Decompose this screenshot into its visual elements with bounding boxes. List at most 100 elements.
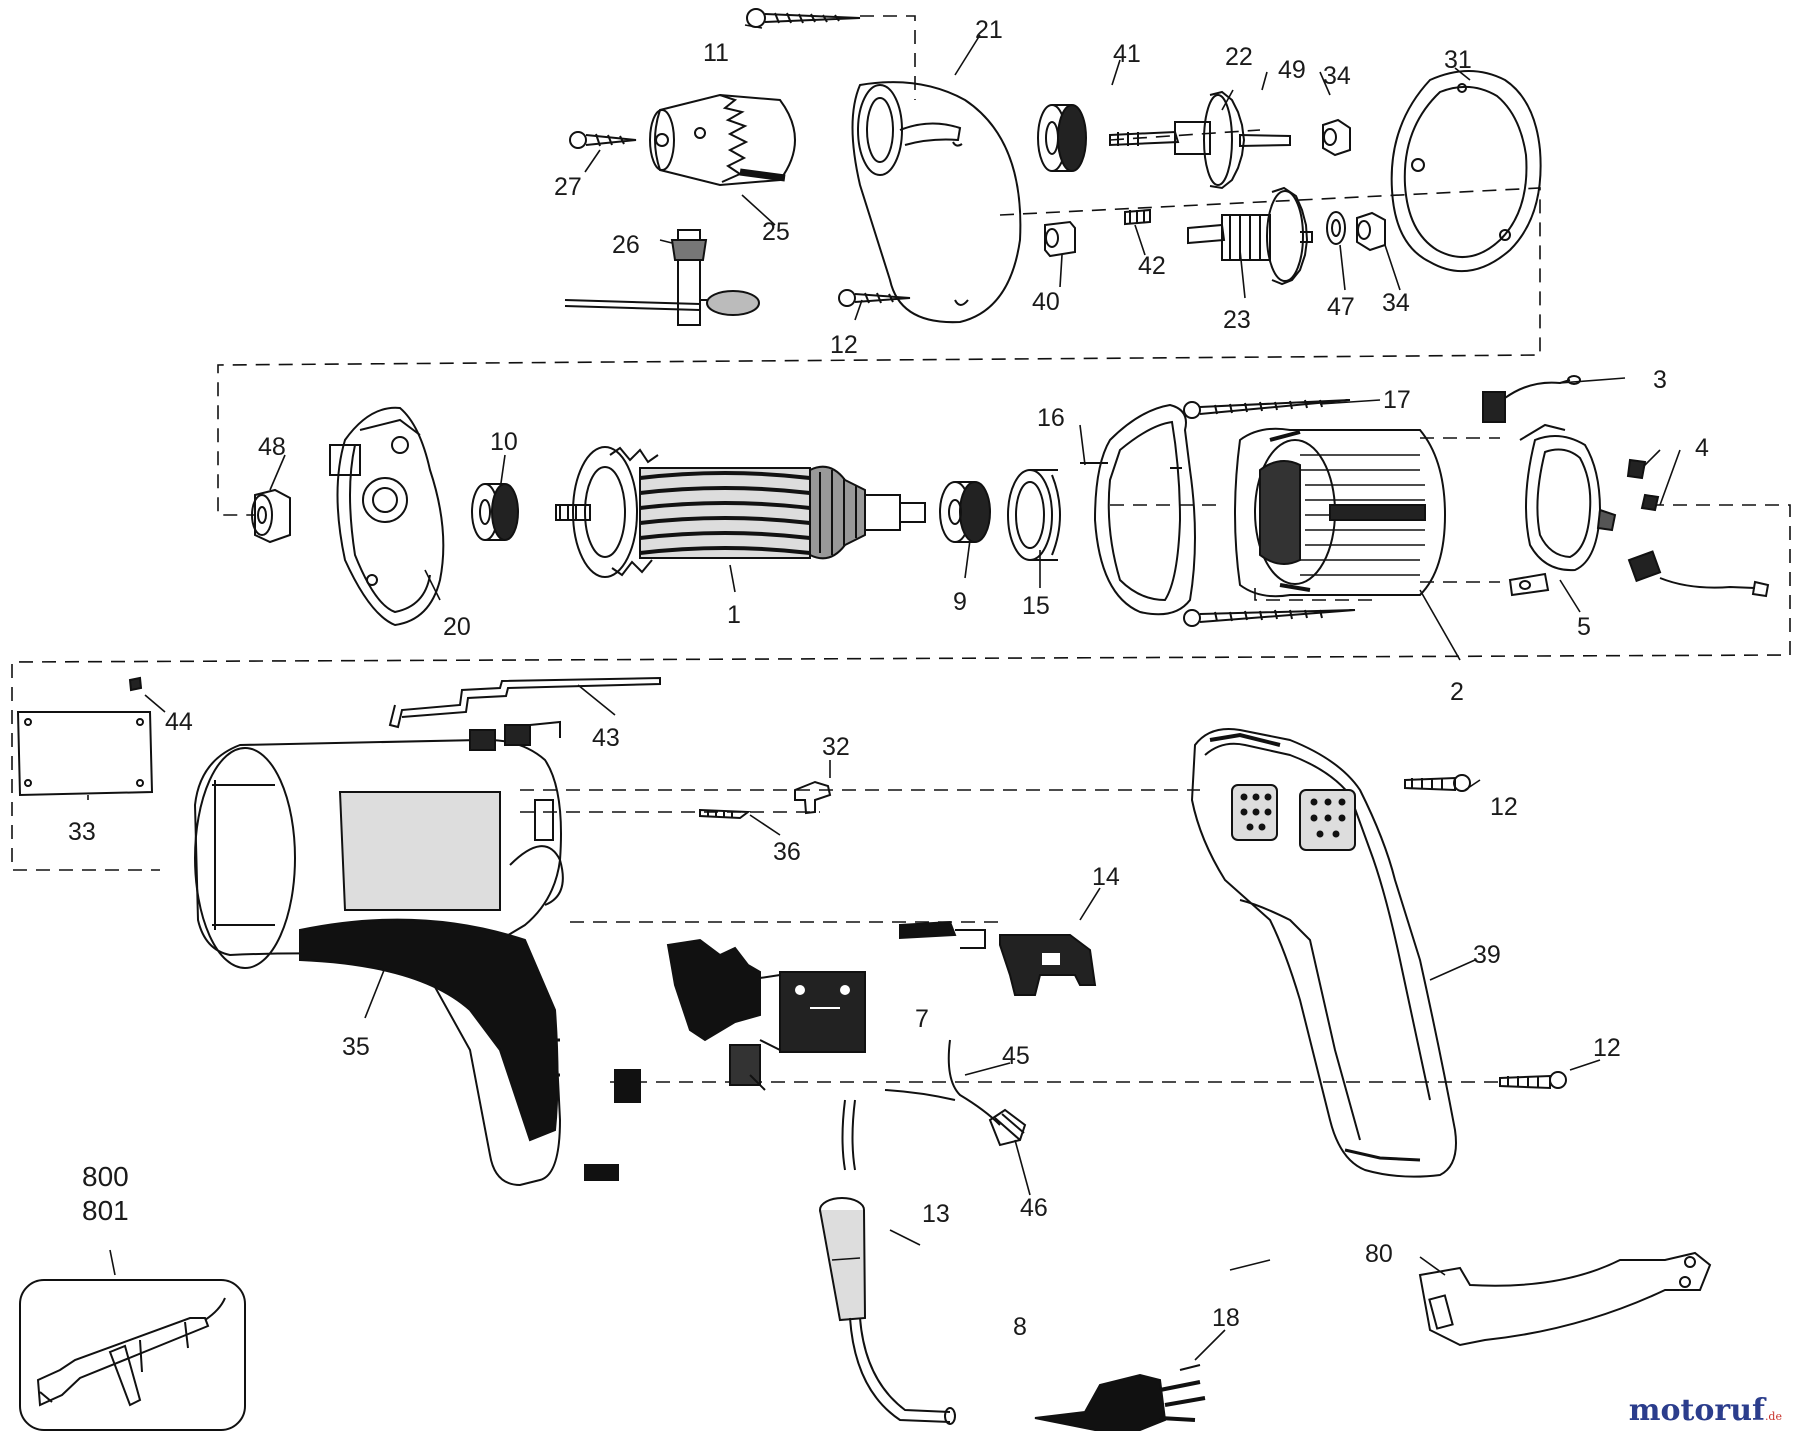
brush-holder-4: [1519, 423, 1660, 572]
bearing-plate-20: [329, 406, 445, 627]
callout-800: 800: [82, 1161, 129, 1192]
callout-12-upper-right: 12: [1490, 793, 1518, 821]
callout-20: 20: [443, 613, 471, 641]
callout-2: 2: [1450, 678, 1464, 706]
callout-12-top: 12: [830, 331, 858, 359]
callout-31: 31: [1444, 46, 1472, 74]
callout-5: 5: [1577, 613, 1591, 641]
callout-23: 23: [1223, 306, 1251, 334]
screw-12-top: [838, 289, 911, 307]
callout-44: 44: [165, 708, 193, 736]
callout-41: 41: [1113, 40, 1141, 68]
callout-15: 15: [1022, 592, 1050, 620]
retaining-ring-31: [1390, 70, 1542, 273]
callout-17: 17: [1383, 386, 1411, 414]
callout-32: 32: [822, 733, 850, 761]
callout-42: 42: [1138, 252, 1166, 280]
callout-39: 39: [1473, 941, 1501, 969]
callout-11: 11: [703, 39, 729, 67]
callout-22: 22: [1225, 43, 1253, 71]
callout-801: 801: [82, 1195, 129, 1226]
field-2: [1234, 427, 1447, 598]
callout-26: 26: [612, 231, 640, 259]
callout-9: 9: [953, 588, 967, 616]
callout-47: 47: [1327, 293, 1355, 321]
bushing-40: [1044, 220, 1076, 258]
cord-protector-13: [819, 1099, 867, 1322]
bearing-housing-15: [1007, 469, 1061, 561]
callout-18: 18: [1212, 1304, 1240, 1332]
wire-nut-46: [988, 1108, 1027, 1147]
callout-12-lower-right: 12: [1593, 1034, 1621, 1062]
bearing-9: [939, 481, 991, 543]
handle-39: [1190, 728, 1457, 1178]
brush-3: [1482, 375, 1581, 423]
chuck-25: [649, 93, 796, 187]
nameplate-33: [16, 711, 154, 797]
dashed-guides: [11, 15, 1791, 1083]
washer-47: [1326, 211, 1346, 245]
screw-42: [1124, 208, 1151, 226]
plug-18: [1034, 1364, 1206, 1431]
callout-35: 35: [342, 1033, 370, 1061]
callout-40: 40: [1032, 288, 1060, 316]
watermark-suffix: .de: [1764, 1410, 1782, 1423]
callout-1: 1: [727, 601, 741, 629]
callout-16: 16: [1037, 404, 1065, 432]
pin-32: [794, 780, 832, 815]
callout-48: 48: [258, 433, 286, 461]
screw-11: [746, 8, 861, 28]
caulking-gun-box-800-801: [19, 1279, 246, 1431]
callout-34-top: 34: [1323, 62, 1351, 90]
callout-43: 43: [592, 724, 620, 752]
watermark-logo: motoruf.de: [1629, 1393, 1782, 1428]
bearing-48: [251, 488, 291, 544]
armature-1: [555, 446, 926, 578]
callout-33: 33: [68, 818, 96, 846]
callout-7: 7: [915, 1005, 929, 1033]
screw-17-top: [1183, 399, 1351, 419]
callout-80: 80: [1365, 1240, 1393, 1268]
callout-8: 8: [1013, 1313, 1027, 1341]
leader-lines: [87, 24, 1681, 1361]
bearing-34-lower: [1356, 211, 1386, 252]
callout-49: 49: [1278, 56, 1306, 84]
spindle-22: [1109, 90, 1291, 190]
cord-8: [849, 1317, 956, 1425]
callout-21: 21: [975, 16, 1003, 44]
bearing-41: [1037, 104, 1087, 172]
callout-27: 27: [554, 173, 582, 201]
screw-12-upper-right: [1404, 774, 1471, 792]
callout-4: 4: [1695, 434, 1709, 462]
callout-34-lower: 34: [1382, 289, 1410, 317]
screw-12-lower-right: [1499, 1071, 1567, 1090]
callout-13: 13: [922, 1200, 950, 1228]
screw-17-bottom: [1183, 609, 1356, 627]
switch-part-14: [899, 920, 1097, 996]
rivet-44: [128, 676, 143, 692]
callout-10: 10: [490, 428, 518, 456]
wire-45: [884, 1039, 1001, 1126]
pin-36: [699, 808, 751, 820]
intermediate-gear-23: [1187, 186, 1313, 286]
switch-trigger-7: [666, 938, 866, 1091]
watermark-brand: motoruf: [1628, 1393, 1765, 1428]
bearing-10: [471, 483, 519, 541]
callout-14: 14: [1092, 863, 1120, 891]
lock-rod-43: [388, 676, 661, 729]
bearing-34-top: [1322, 118, 1351, 157]
callout-45: 45: [1002, 1042, 1030, 1070]
screw-27: [569, 131, 637, 149]
callout-3: 3: [1653, 366, 1667, 394]
callout-25: 25: [762, 218, 790, 246]
side-handle-strap-80: [1418, 1251, 1712, 1347]
callout-36: 36: [773, 838, 801, 866]
baffle-16: [1080, 403, 1196, 616]
callout-46: 46: [1020, 1194, 1048, 1222]
gear-case-21: [851, 81, 1022, 324]
brush-5: [1508, 550, 1770, 598]
housing-35: [193, 720, 641, 1187]
chuck-key-26: [564, 229, 760, 326]
